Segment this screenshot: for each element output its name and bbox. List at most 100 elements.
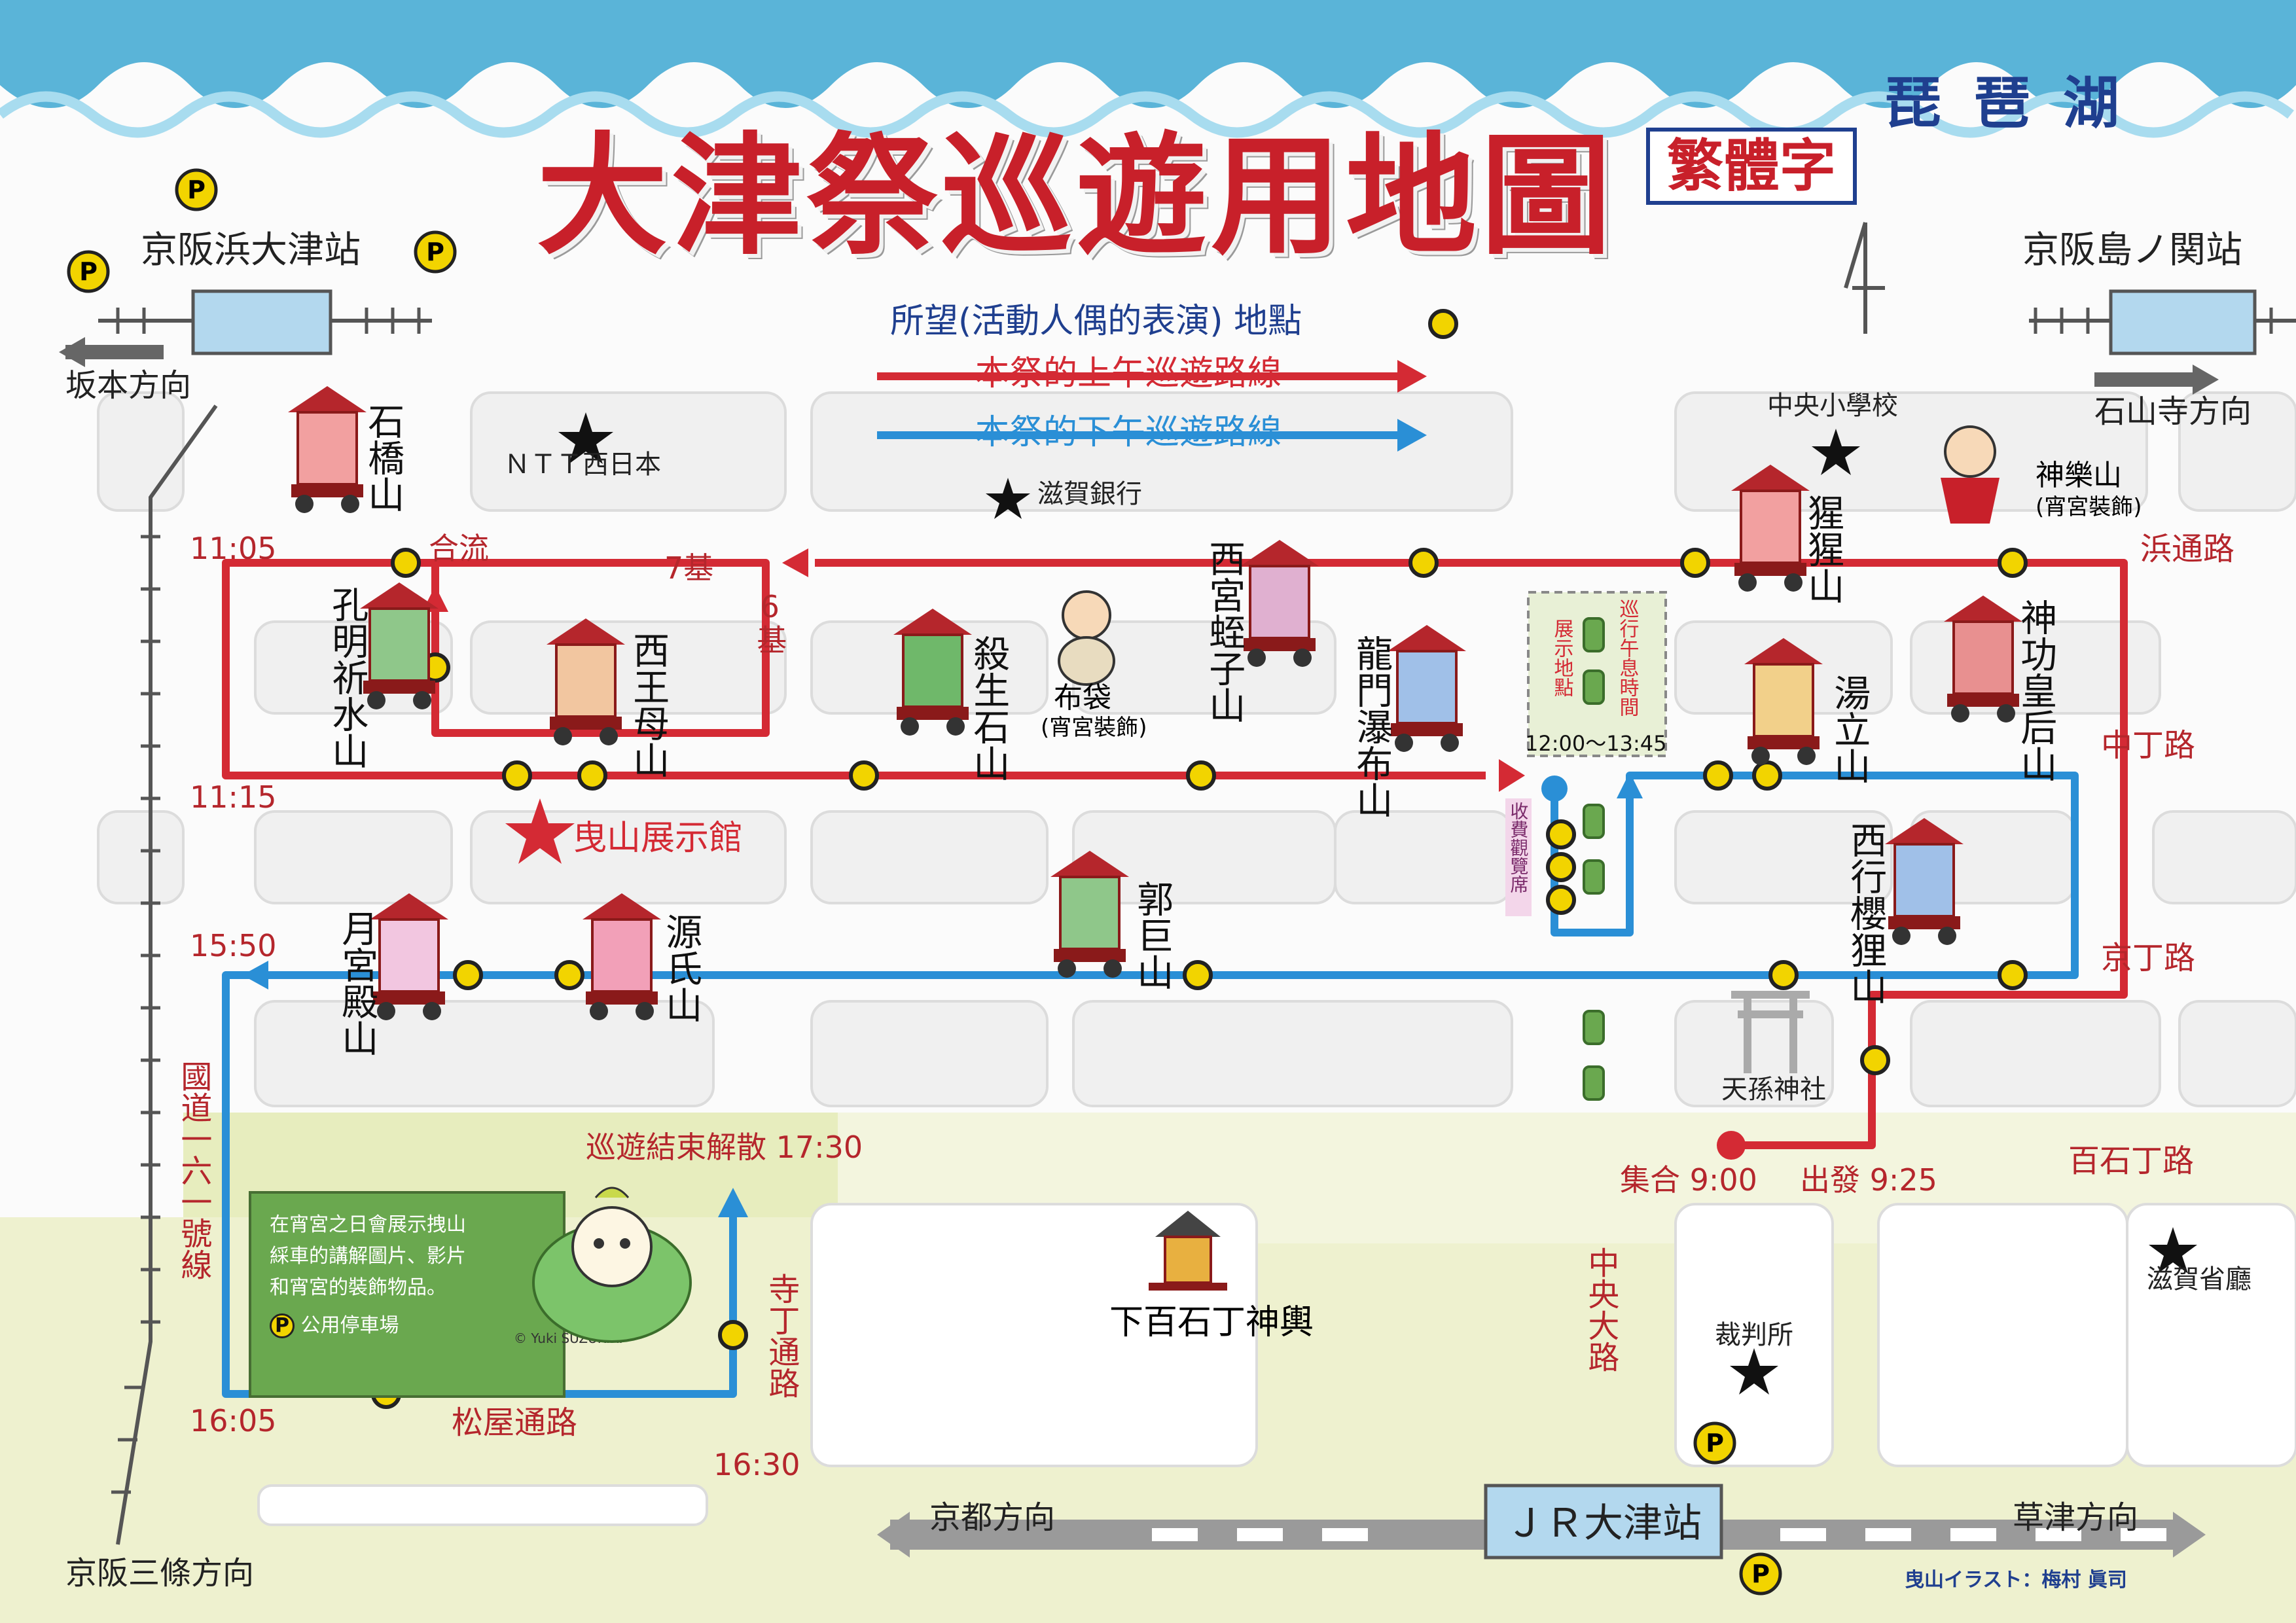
gather-point	[1717, 1131, 1746, 1160]
show-spot[interactable]	[1768, 960, 1799, 990]
show-spot[interactable]	[1546, 852, 1576, 882]
info-note-parking-label: 公用停車場	[300, 1314, 399, 1337]
block	[1334, 810, 1513, 904]
road-naka: 中丁路	[2101, 727, 2196, 764]
float-kagura-note: (宵宮裝飾)	[2036, 494, 2142, 520]
legend-afternoon-head	[1397, 419, 1427, 452]
float-yutate: 湯立山	[1827, 674, 1871, 784]
block	[1674, 810, 1893, 904]
paid-seats-bar	[1505, 798, 1532, 916]
float-sessho: 殺生石山	[967, 635, 1010, 781]
direction-ishiyamadera: 石山寺方向	[2094, 393, 2252, 430]
show-spot[interactable]	[1703, 760, 1733, 791]
arrow-kyoto-head	[877, 1512, 910, 1558]
float-ryumon: 龍門瀑布山	[1350, 635, 1393, 818]
info-note: 在宵宮之日會展示拽山 綵車的講解圖片、影片 和宵宮的裝飾物品。 P 公用停車場	[249, 1191, 565, 1398]
show-spot[interactable]	[1998, 548, 2028, 578]
landmark-ntt: ＮＴＴ西日本	[504, 450, 661, 480]
show-spot[interactable]	[1408, 548, 1439, 578]
marker-paid-seats: 收費觀覽席	[1507, 802, 1530, 893]
landmark-shiga-bank: 滋賀銀行	[1037, 479, 1142, 509]
block	[254, 810, 453, 904]
star-icon	[558, 412, 613, 464]
jr-line-dashes	[1152, 1528, 2166, 1541]
block	[2126, 1203, 2296, 1467]
arrow-morning-left	[782, 548, 808, 577]
float-shojo-icon	[1731, 465, 1810, 592]
track-left-ties	[116, 308, 421, 334]
show-spot[interactable]	[453, 960, 483, 990]
time-1115: 11:15	[190, 779, 277, 815]
arrow-kusatsu-head	[2173, 1512, 2206, 1558]
parking-label: P	[79, 257, 98, 286]
station-shimanoseki: 京阪島ノ関站	[2022, 229, 2242, 272]
float-hotei: 布袋	[1054, 681, 1111, 715]
float-mikoshi: 下百石丁神輿	[1109, 1303, 1314, 1342]
star-icon	[2149, 1227, 2197, 1274]
float-genji-icon	[583, 893, 661, 1020]
hotei-doll-icon	[1058, 590, 1115, 686]
float-sessho-icon	[893, 609, 972, 736]
show-spot[interactable]	[391, 548, 421, 578]
parking-label: P	[1706, 1429, 1724, 1457]
float-nishinomiya: 西宮蛭子山	[1202, 540, 1246, 723]
city-blocks	[97, 391, 2296, 1526]
block	[2178, 1000, 2296, 1107]
legend-afternoon: 本祭的下午巡遊路線	[975, 413, 1282, 452]
block	[1072, 1000, 1513, 1107]
kagura-doll-icon	[1941, 425, 2000, 524]
time-end: 巡遊結束解散 17:30	[586, 1130, 863, 1165]
float-icons	[288, 386, 2022, 1291]
show-spot[interactable]	[1998, 960, 2028, 990]
show-spot[interactable]	[1752, 760, 1782, 791]
road-hama: 浜通路	[2140, 531, 2235, 567]
road-tera: 寺丁通路	[762, 1273, 800, 1399]
info-note-line1: 在宵宮之日會展示拽山	[270, 1213, 466, 1236]
road-matsuya: 松屋通路	[452, 1404, 578, 1441]
marker-rest-label: 巡行午息時間	[1615, 599, 1639, 717]
direction-keihan-sanjo: 京阪三條方向	[65, 1555, 255, 1592]
page-title: 大津祭巡遊用地圖	[537, 119, 1616, 273]
show-spot[interactable]	[718, 1320, 748, 1350]
show-spots	[371, 309, 2028, 1409]
landmark-stars	[505, 412, 2197, 1395]
float-ishibashi-icon	[288, 386, 367, 513]
block	[810, 1000, 1049, 1107]
show-spot[interactable]	[1546, 885, 1576, 915]
float-komei-icon	[360, 582, 439, 709]
block	[810, 391, 1513, 512]
float-hotei-note: (宵宮裝飾)	[1041, 715, 1147, 741]
time-depart: 出發 9:25	[1800, 1162, 1937, 1198]
block	[2152, 810, 2296, 904]
show-spot[interactable]	[502, 760, 532, 791]
show-spot[interactable]	[1680, 548, 1710, 578]
show-spot[interactable]	[577, 760, 607, 791]
direction-sakamoto: 坂本方向	[65, 367, 192, 404]
show-spot[interactable]	[849, 760, 879, 791]
mikoshi-icon	[1149, 1211, 1227, 1291]
show-spot[interactable]	[554, 960, 584, 990]
marker-seven: 7基	[664, 550, 714, 586]
star-icon	[505, 798, 575, 864]
jr-otsu-station-building	[1484, 1484, 1723, 1560]
legend-show-spot: 所望(活動人偶的表演) 地點	[890, 302, 1302, 341]
show-spot[interactable]	[1860, 1045, 1890, 1075]
parking-icon: P	[270, 1313, 295, 1338]
block	[810, 1203, 1258, 1467]
mascot-illustration	[532, 1186, 692, 1343]
show-spot[interactable]	[1186, 760, 1216, 791]
float-kagura: 神樂山	[2036, 459, 2122, 492]
show-spot[interactable]	[1183, 960, 1213, 990]
float-kakkyo-icon	[1050, 851, 1129, 978]
arrow-ishiyamadera-head	[2193, 365, 2219, 395]
float-tsukimiya: 月宮殿山	[335, 910, 378, 1056]
float-ryumon-icon	[1388, 625, 1466, 752]
block	[257, 1484, 708, 1526]
road-hyakkoku: 百石丁路	[2068, 1143, 2195, 1179]
time-gather: 集合 9:00	[1620, 1162, 1757, 1198]
star-icon	[986, 478, 1030, 519]
show-spot[interactable]	[1546, 819, 1576, 849]
block	[1877, 1203, 2128, 1467]
block	[1674, 1203, 1834, 1467]
